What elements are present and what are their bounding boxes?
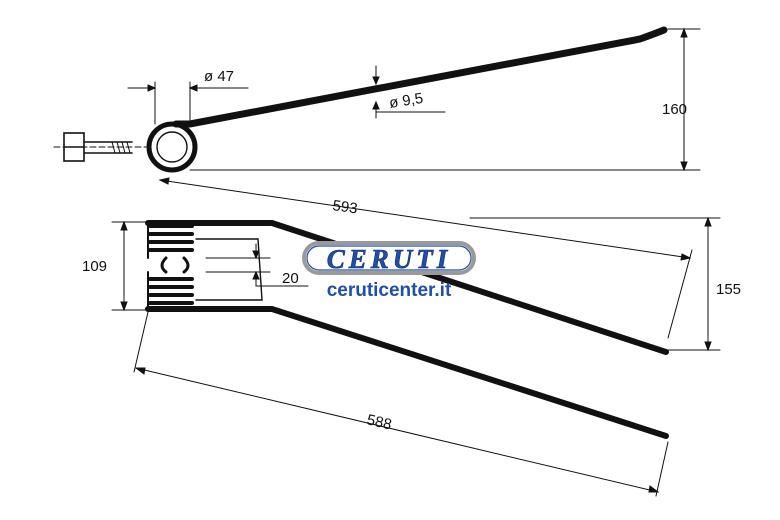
tine-arm-upper bbox=[145, 220, 669, 355]
dim-593 bbox=[158, 177, 692, 261]
ceruti-logo: CERUTI ceruticenter.it bbox=[302, 241, 476, 301]
dim-588 bbox=[133, 311, 669, 497]
dim-160-label: 160 bbox=[662, 101, 687, 118]
eye-loop bbox=[146, 121, 198, 173]
top-view bbox=[53, 26, 701, 261]
tine-arm-lower bbox=[145, 306, 669, 439]
dim-160 bbox=[189, 27, 701, 172]
dim-109 bbox=[111, 220, 147, 312]
dim-109-label: 109 bbox=[82, 258, 107, 275]
tine-wire-top bbox=[172, 26, 668, 128]
bolt bbox=[53, 132, 147, 162]
spring-coil bbox=[147, 223, 194, 309]
dim-hole-label: ø 47 bbox=[204, 68, 234, 85]
dim-20-label: 20 bbox=[282, 270, 299, 287]
dim-588-label: 588 bbox=[365, 411, 393, 433]
dim-wire-label: ø 9,5 bbox=[388, 90, 424, 112]
dim-155 bbox=[469, 216, 721, 352]
logo-brand: CERUTI bbox=[327, 244, 452, 274]
dim-593-label: 593 bbox=[331, 197, 358, 217]
dim-155-label: 155 bbox=[716, 281, 741, 298]
dim-wire bbox=[372, 65, 446, 119]
side-view bbox=[111, 216, 721, 497]
dim-20 bbox=[205, 243, 309, 287]
dim-hole bbox=[127, 81, 249, 125]
logo-url: ceruticenter.it bbox=[327, 280, 452, 301]
